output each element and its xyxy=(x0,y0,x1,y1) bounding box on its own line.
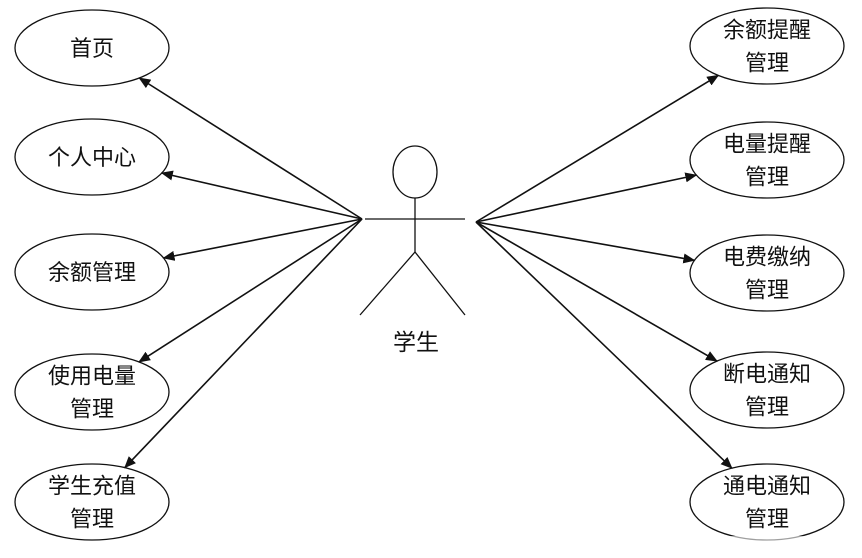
association-arrow-right-5 xyxy=(475,221,733,469)
use-case-label: 通电通知 xyxy=(723,475,811,500)
association-arrow-right-2 xyxy=(475,172,698,223)
use-case-left-3: 余额管理 xyxy=(14,233,170,311)
association-arrow-left-3 xyxy=(162,218,363,261)
association-arrow-left-5 xyxy=(124,218,363,469)
use-case-label: 断电通知 xyxy=(723,363,811,388)
actor-left-leg xyxy=(359,251,416,316)
actor-head xyxy=(392,145,438,199)
use-case-left-2: 个人中心 xyxy=(14,118,170,196)
use-case-label: 管理 xyxy=(745,166,789,191)
association-arrow-right-4 xyxy=(475,221,718,362)
use-case-label: 管理 xyxy=(745,508,789,533)
use-case-label: 使用电量 xyxy=(48,365,136,390)
watermark-mask xyxy=(706,536,856,556)
actor-right-leg xyxy=(414,251,466,316)
actor-label: 学生 xyxy=(393,330,439,356)
use-case-label: 电费缴纳 xyxy=(723,246,811,271)
association-arrow-left-2 xyxy=(160,170,363,220)
use-case-label: 管理 xyxy=(745,279,789,304)
use-case-label: 管理 xyxy=(70,508,114,533)
association-arrow-left-4 xyxy=(138,218,363,363)
use-case-ellipse xyxy=(14,9,170,87)
use-case-label: 电量提醒 xyxy=(723,133,811,158)
use-case-ellipse xyxy=(14,118,170,196)
use-case-ellipse xyxy=(14,463,170,541)
use-case-label: 余额管理 xyxy=(48,261,136,286)
use-case-label: 管理 xyxy=(745,396,789,421)
association-arrow-right-3 xyxy=(475,221,696,264)
use-case-label: 学生充值 xyxy=(48,475,136,500)
use-case-ellipse xyxy=(689,121,845,199)
use-case-ellipse xyxy=(689,351,845,429)
actor-figure: 学生 xyxy=(359,145,466,356)
use-case-ellipse xyxy=(689,234,845,312)
association-arrow-right-1 xyxy=(475,74,720,223)
use-case-ellipse xyxy=(14,233,170,311)
use-case-label: 余额提醒 xyxy=(723,19,811,44)
use-case-ellipse xyxy=(14,353,170,431)
use-case-left-1: 首页 xyxy=(14,9,170,87)
use-case-ellipse xyxy=(689,7,845,85)
use-case-label: 管理 xyxy=(745,52,789,77)
association-arrow-left-1 xyxy=(138,77,363,220)
use-case-label: 个人中心 xyxy=(48,146,136,171)
use-case-label: 管理 xyxy=(70,398,114,423)
associations xyxy=(124,74,733,469)
use-case-label: 首页 xyxy=(70,37,114,62)
